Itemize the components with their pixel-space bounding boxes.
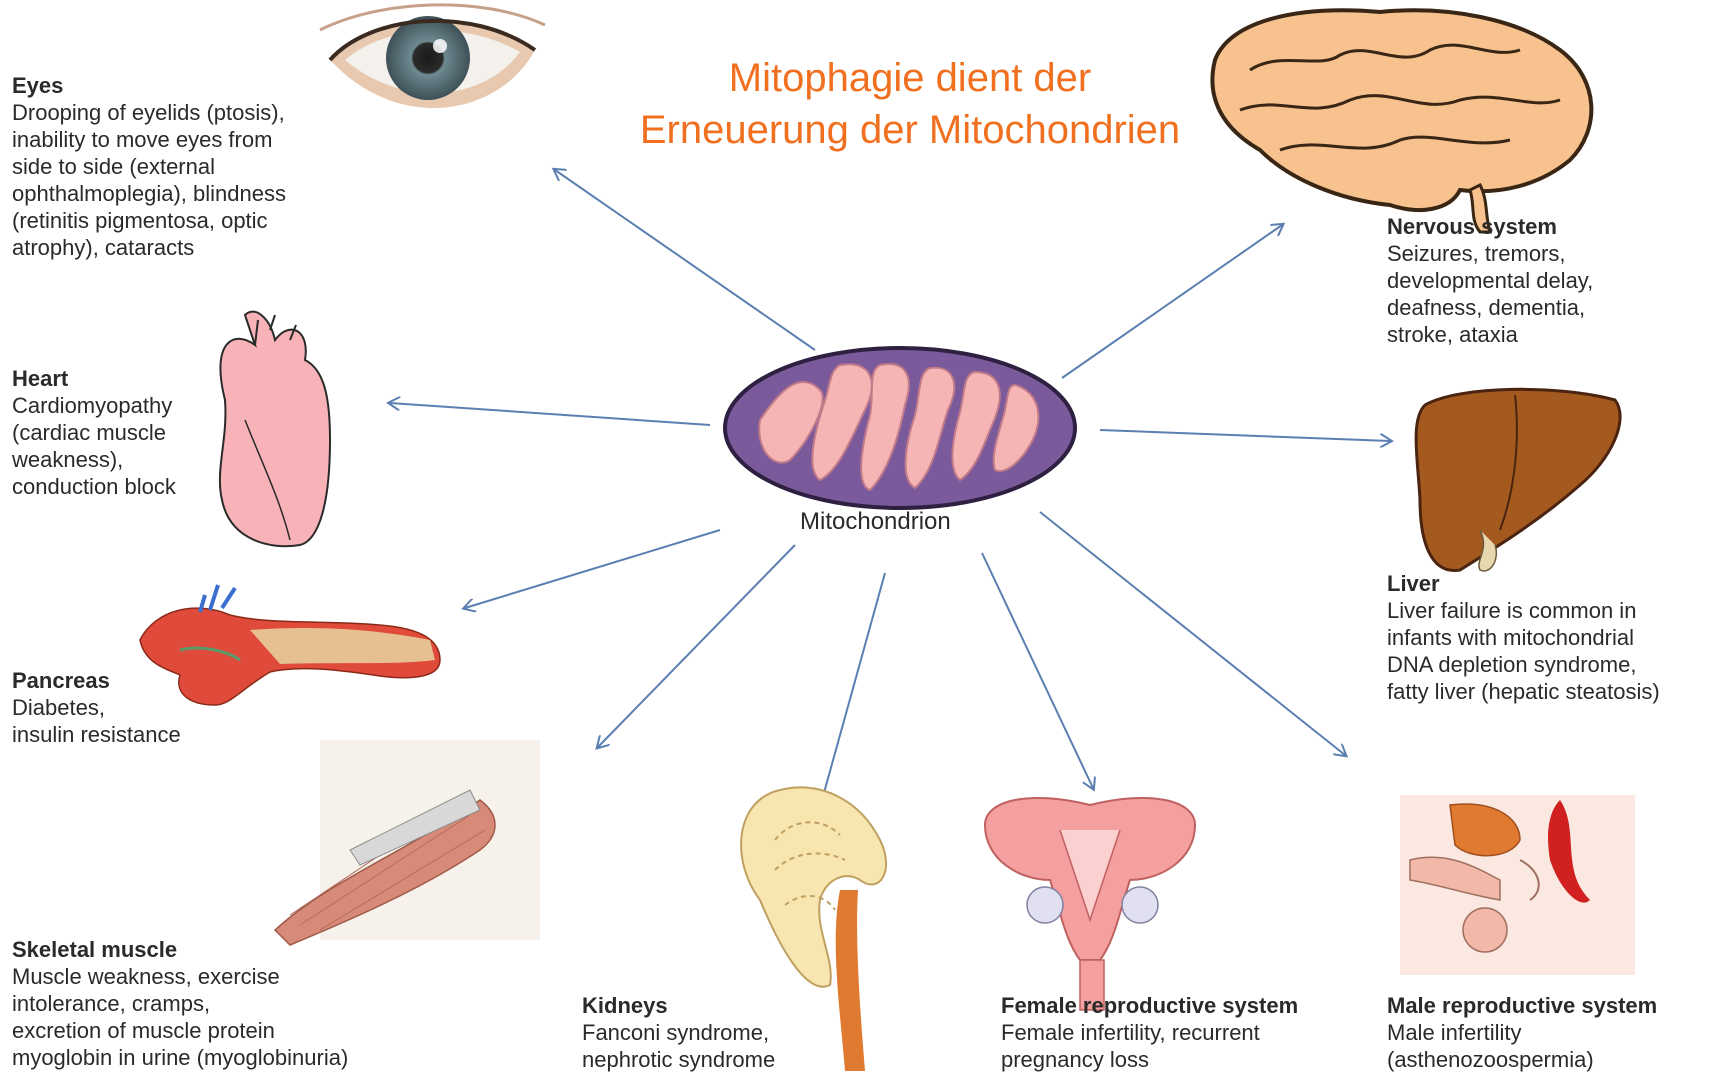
organ-line: nephrotic syndrome — [582, 1046, 775, 1073]
organ-line: deafness, dementia, — [1387, 294, 1593, 321]
organ-line: weakness), — [12, 446, 176, 473]
arrow-kidneys — [822, 573, 885, 800]
organ-line: Diabetes, — [12, 694, 181, 721]
mitochondrion-label: Mitochondrion — [800, 508, 951, 536]
organ-line: excretion of muscle protein — [12, 1017, 348, 1044]
organ-line: DNA depletion syndrome, — [1387, 651, 1660, 678]
heart-illustration — [220, 312, 330, 547]
arrow-nervous — [1062, 225, 1282, 378]
organ-kidneys: Kidneys Fanconi syndrome, nephrotic synd… — [582, 992, 775, 1073]
organ-line: Female infertility, recurrent — [1001, 1019, 1298, 1046]
organ-nervous-system: Nervous system Seizures, tremors, develo… — [1387, 213, 1593, 348]
organ-line: developmental delay, — [1387, 267, 1593, 294]
arrow-male — [1040, 512, 1345, 755]
organ-pancreas: Pancreas Diabetes, insulin resistance — [12, 667, 181, 748]
organ-name: Pancreas — [12, 667, 181, 694]
organ-name: Eyes — [12, 72, 286, 99]
organ-line: stroke, ataxia — [1387, 321, 1593, 348]
skeletal-muscle-illustration — [275, 740, 540, 945]
organ-line: insulin resistance — [12, 721, 181, 748]
organ-line: side to side (external — [12, 153, 286, 180]
pancreas-illustration — [140, 585, 440, 705]
title-line-1: Mitophagie dient der — [560, 52, 1260, 104]
organ-line: (retinitis pigmentosa, optic — [12, 207, 286, 234]
diagram-title: Mitophagie dient der Erneuerung der Mito… — [560, 52, 1260, 156]
organ-name: Kidneys — [582, 992, 775, 1019]
organ-line: Muscle weakness, exercise — [12, 963, 348, 990]
organ-line: ophthalmoplegia), blindness — [12, 180, 286, 207]
organ-name: Female reproductive system — [1001, 992, 1298, 1019]
organ-line: conduction block — [12, 473, 176, 500]
organ-name: Male reproductive system — [1387, 992, 1657, 1019]
arrow-liver — [1100, 430, 1390, 441]
organ-name: Heart — [12, 365, 176, 392]
organ-line: Cardiomyopathy — [12, 392, 176, 419]
organ-line: atrophy), cataracts — [12, 234, 286, 261]
arrow-heart — [390, 403, 710, 425]
organ-line: fatty liver (hepatic steatosis) — [1387, 678, 1660, 705]
organ-line: intolerance, cramps, — [12, 990, 348, 1017]
organ-name: Nervous system — [1387, 213, 1593, 240]
organ-liver: Liver Liver failure is common in infants… — [1387, 570, 1660, 705]
organ-line: Seizures, tremors, — [1387, 240, 1593, 267]
organ-male-reproductive: Male reproductive system Male infertilit… — [1387, 992, 1657, 1073]
organ-line: infants with mitochondrial — [1387, 624, 1660, 651]
eye-illustration — [320, 5, 545, 108]
organ-line: pregnancy loss — [1001, 1046, 1298, 1073]
organ-female-reproductive: Female reproductive system Female infert… — [1001, 992, 1298, 1073]
organ-line: inability to move eyes from — [12, 126, 286, 153]
title-line-2: Erneuerung der Mitochondrien — [560, 104, 1260, 156]
organ-line: Fanconi syndrome, — [582, 1019, 775, 1046]
organ-skeletal-muscle: Skeletal muscle Muscle weakness, exercis… — [12, 936, 348, 1071]
organ-name: Liver — [1387, 570, 1660, 597]
organ-heart: Heart Cardiomyopathy (cardiac muscle wea… — [12, 365, 176, 500]
female-reproductive-illustration — [985, 798, 1195, 1010]
arrow-female — [982, 553, 1093, 788]
organ-line: (cardiac muscle — [12, 419, 176, 446]
organ-line: (asthenozoospermia) — [1387, 1046, 1657, 1073]
brain-illustration — [1212, 10, 1591, 232]
liver-illustration — [1416, 389, 1620, 571]
organ-line: myoglobin in urine (myoglobinuria) — [12, 1044, 348, 1071]
mitochondrion-graphic — [725, 348, 1075, 508]
arrow-eyes — [555, 170, 815, 350]
organ-line: Male infertility — [1387, 1019, 1657, 1046]
organ-name: Skeletal muscle — [12, 936, 348, 963]
arrow-pancreas — [465, 530, 720, 608]
arrow-skeletal — [598, 545, 795, 747]
organ-line: Liver failure is common in — [1387, 597, 1660, 624]
male-reproductive-illustration — [1400, 795, 1635, 975]
organ-eyes: Eyes Drooping of eyelids (ptosis), inabi… — [12, 72, 286, 261]
organ-line: Drooping of eyelids (ptosis), — [12, 99, 286, 126]
